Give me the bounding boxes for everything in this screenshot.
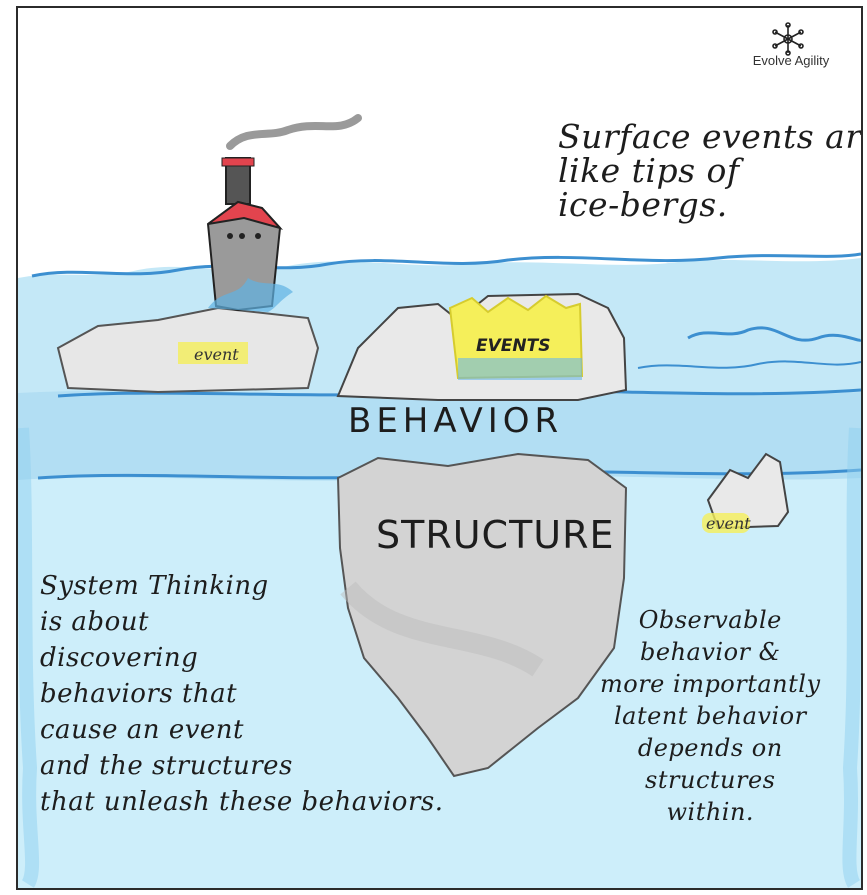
observe-note-line: more importantly	[600, 670, 821, 698]
events-label: EVENTS	[476, 336, 551, 356]
surface-note-line: ice-bergs.	[558, 185, 728, 224]
structure-iceberg	[336, 452, 628, 778]
behavior-label: BEHAVIOR	[348, 401, 564, 441]
observe-note-line: structures	[645, 766, 776, 794]
system-note-line: that unleash these behaviors.	[40, 787, 444, 817]
system-note-line: is about	[40, 607, 149, 637]
observe-note-line: latent behavior	[613, 702, 807, 730]
surface-note-line: like tips of	[558, 151, 740, 190]
wave-line	[31, 252, 861, 278]
iceberg-illustration	[18, 114, 861, 888]
brand-name: Evolve Agility	[752, 53, 830, 68]
event-label-right: event	[706, 514, 751, 533]
system-note-line: discovering	[40, 643, 199, 673]
system-note-line: cause an event	[40, 715, 244, 745]
observable-behavior-note: Observable behavior & more importantly l…	[600, 604, 821, 828]
event-label-left: event	[194, 345, 239, 364]
system-note-line: System Thinking	[40, 571, 269, 601]
cartoon-frame: Evolve Agility Surface events are like t…	[16, 6, 863, 890]
observe-note-line: behavior &	[640, 638, 781, 666]
observe-note-line: depends on	[637, 734, 783, 762]
observe-note-line: within.	[666, 798, 755, 826]
system-note-line: and the structures	[40, 751, 293, 781]
snowflake-network-icon	[772, 22, 804, 56]
system-thinking-note: System Thinking is about discovering beh…	[40, 568, 444, 820]
structure-label: STRUCTURE	[376, 513, 615, 557]
behavior-band	[18, 390, 861, 481]
observe-note-line: Observable	[638, 606, 782, 634]
surface-note-line: Surface events are	[558, 117, 863, 156]
surface-events-note: Surface events are like tips of ice-berg…	[558, 117, 863, 224]
system-note-line: behaviors that	[40, 679, 238, 709]
